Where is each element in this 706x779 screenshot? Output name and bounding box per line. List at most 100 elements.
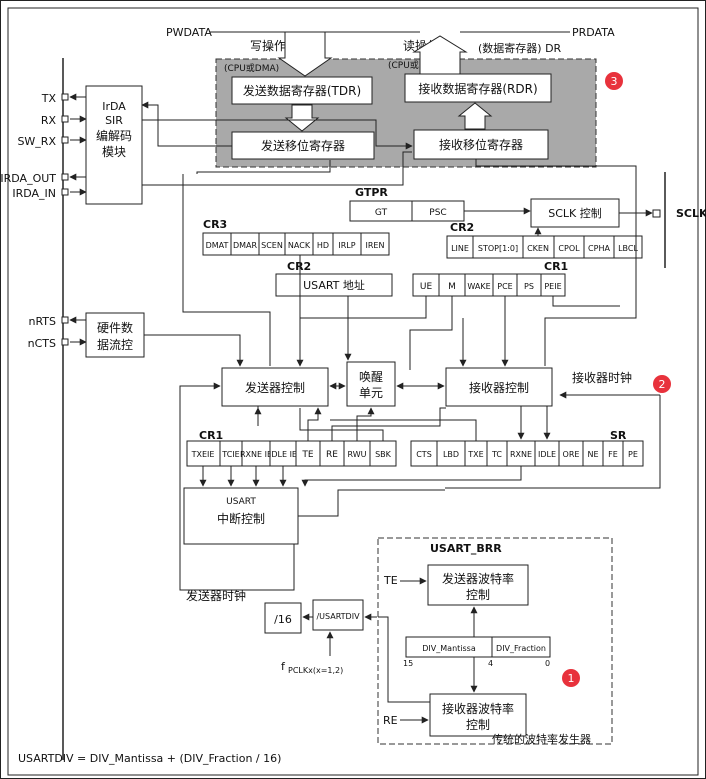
cr3-irlp: IRLP: [338, 241, 355, 250]
cr1-bottom-fields: TXEIE TCIE RXNE IE IDLE IE TE RE RWU SBK: [186, 440, 397, 467]
irq-line2: 中断控制: [217, 511, 265, 526]
cpu-dma-left-label: (CPU或DMA): [224, 62, 279, 74]
div-fraction-field: [491, 636, 551, 658]
cr3-title: CR3: [203, 218, 227, 231]
cr3-hd: HD: [317, 241, 329, 250]
marker-2: [653, 375, 671, 393]
cr1-txeie: TXEIE: [191, 450, 215, 459]
irda-module-box: [85, 85, 143, 205]
irda-line2: SIR: [105, 114, 123, 127]
cr2-cpha: CPHA: [588, 244, 610, 253]
write-op-label: 写操作: [250, 38, 286, 53]
cr1-te: TE: [301, 450, 313, 460]
rx-clock-label: 接收器时钟: [572, 370, 632, 385]
cr1-top-title: CR1: [544, 260, 568, 273]
sr-idle: IDLE: [538, 450, 556, 459]
pin-ncts-label: nCTS: [28, 337, 56, 350]
wire-txe-back: [330, 419, 477, 441]
pin-irda-out-label: IRDA_OUT: [0, 172, 56, 185]
cr3-nack: NACK: [288, 241, 311, 250]
marker-3: [605, 72, 623, 90]
rx-control-label: 接收器控制: [469, 380, 529, 395]
tx-control-box: [221, 367, 329, 407]
tdr-to-shift-arrow-icon: [284, 104, 320, 132]
div16-box: [264, 602, 302, 634]
sr-rxne: RXNE: [510, 450, 532, 459]
pin-sclk-pad: [652, 209, 661, 218]
wire-rxshift-rxctrl: [475, 159, 637, 366]
brr-te-label: TE: [383, 574, 398, 587]
cr1-sbk: SBK: [375, 450, 392, 459]
pin-irda-out-pad: [61, 173, 69, 181]
shift-to-rdr-arrow-icon: [457, 102, 493, 130]
rx-baud-line1: 接收器波特率: [442, 701, 514, 716]
cr3-iren: IREN: [366, 241, 385, 250]
wire-te-txctrl: [307, 407, 322, 441]
tx-baud-line2: 控制: [466, 588, 490, 602]
cr1-bottom-title: CR1: [199, 429, 223, 442]
sr-title: SR: [610, 429, 627, 442]
cr2-top-fields: LINE STOP[1:0] CKEN CPOL CPHA LBCL: [446, 235, 643, 259]
wakeup-line2: 单元: [359, 386, 383, 400]
marker-2-label: 2: [659, 378, 666, 391]
cr1-pce: PCE: [497, 282, 512, 291]
wakeup-unit-box: [346, 361, 396, 407]
pin-irda-in-pad: [61, 188, 69, 196]
cr1-top-fields: UE M WAKE PCE PS PEIE: [412, 273, 566, 297]
cr1-tcie: TCIE: [221, 450, 239, 459]
pin-tx-label: TX: [41, 92, 57, 105]
cr1-m: M: [448, 282, 456, 292]
cr1-re: RE: [326, 450, 338, 460]
irq-line1: USART: [226, 497, 256, 507]
rx-control-box: [445, 367, 553, 407]
pclk-f-label: f: [281, 660, 286, 673]
prdata-label: PRDATA: [572, 26, 615, 39]
pin-nrts-label: nRTS: [28, 315, 56, 328]
flow-line1: 硬件数: [97, 320, 133, 335]
wire-sbk-txctrl: [299, 408, 384, 441]
sr-fields: CTS LBD TXE TC RXNE IDLE ORE NE FE PE: [410, 440, 644, 467]
cr1-peie: PEIE: [544, 282, 561, 291]
tdr-label: 发送数据寄存器(TDR): [243, 83, 361, 98]
bit15-label: 15: [403, 659, 413, 668]
brr-re-label: RE: [383, 714, 398, 727]
sr-cts: CTS: [416, 450, 432, 459]
marker-1: [562, 669, 580, 687]
marker-3-label: 3: [611, 75, 618, 88]
cr3-fields: DMAT DMAR SCEN NACK HD IRLP IREN: [202, 232, 390, 256]
cr1-wake: WAKE: [467, 282, 490, 291]
rdr-label: 接收数据寄存器(RDR): [418, 81, 537, 96]
brr-title: USART_BRR: [430, 542, 502, 555]
rx-baud-box: [429, 693, 527, 737]
usart-address-box: [275, 273, 393, 297]
bit4-label: 4: [488, 659, 493, 668]
wire-rwu-wakeup: [356, 407, 375, 441]
cr1-ue: UE: [420, 282, 433, 292]
sr-fe: FE: [608, 450, 618, 459]
sr-txe: TXE: [467, 450, 483, 459]
wire-rxclock-down: [445, 395, 661, 489]
wire-brr-left: [378, 616, 430, 703]
inner-frame: [7, 7, 699, 776]
sr-ore: ORE: [563, 450, 580, 459]
brr-region: [377, 537, 613, 745]
irda-line4: 模块: [102, 145, 126, 159]
pwdata-label: PWDATA: [166, 26, 212, 39]
rdr-box: [404, 73, 552, 103]
cr2-line: LINE: [451, 244, 469, 253]
marker-1-label: 1: [568, 672, 575, 685]
cr2-cpol: CPOL: [558, 244, 580, 253]
wire-ue-down: [300, 296, 427, 319]
wire-txshift-irda: [141, 101, 232, 147]
wire-irda-rxshift: [142, 119, 413, 150]
pin-swrx-pad: [61, 136, 69, 144]
tdr-box: [231, 76, 373, 105]
pin-rx-label: RX: [41, 114, 57, 127]
wire-m-down: [409, 296, 453, 370]
div-fraction-label: DIV_Fraction: [496, 644, 546, 653]
write-arrow-icon: [277, 31, 333, 77]
cr2-cken: CKEN: [527, 244, 549, 253]
sr-lbd: LBD: [443, 450, 459, 459]
div16-label: /16: [274, 613, 292, 626]
